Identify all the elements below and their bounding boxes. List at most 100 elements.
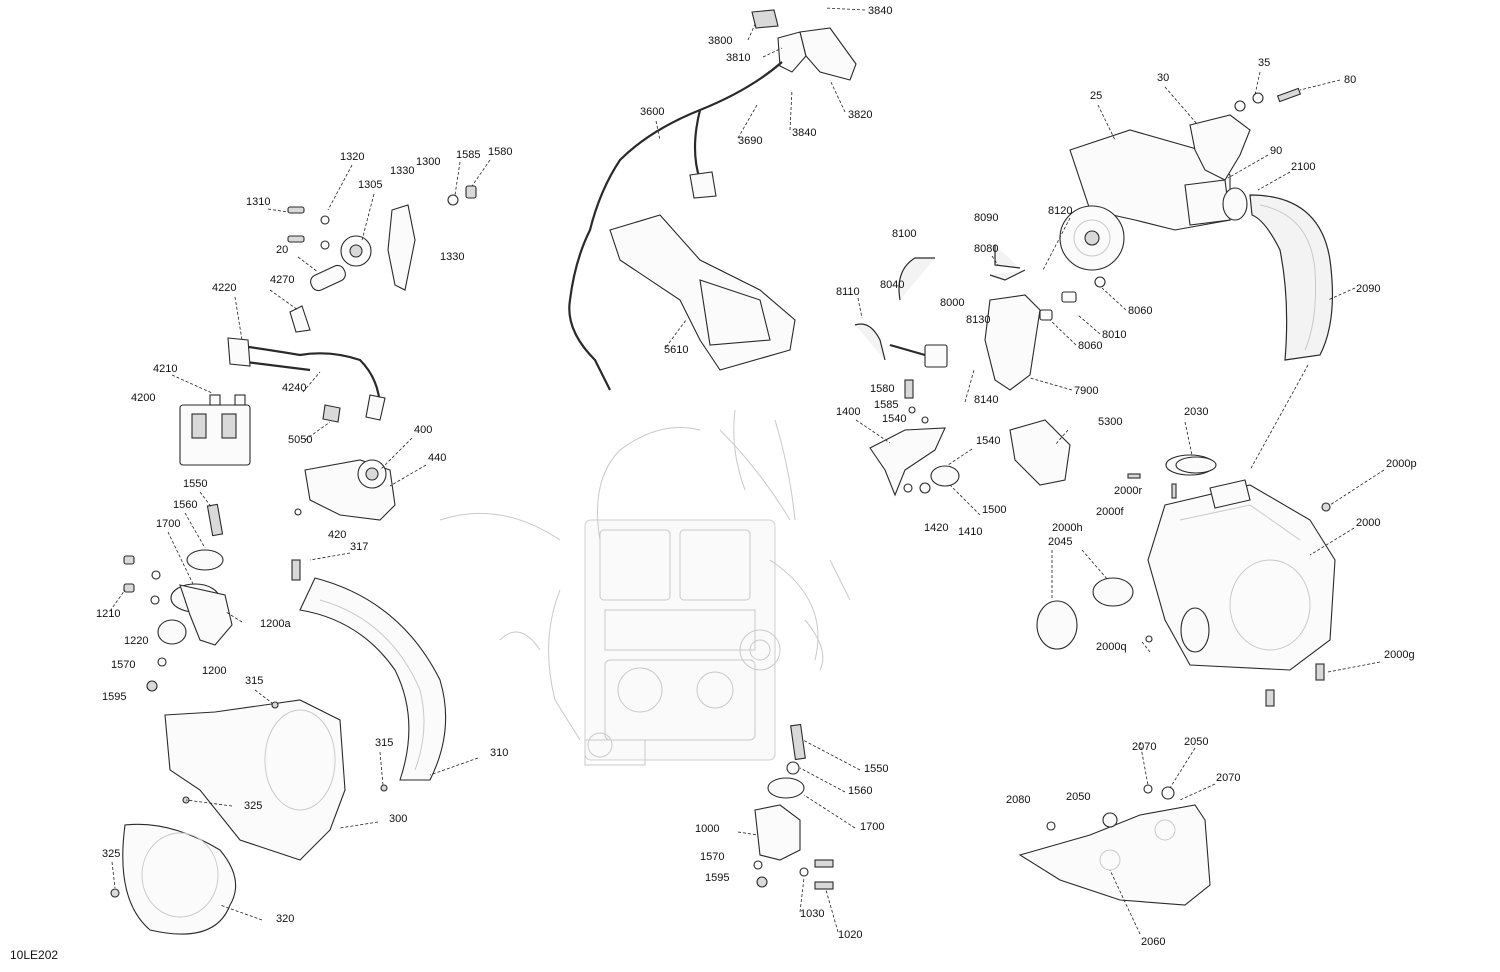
callout-8000: 8000 [940, 297, 964, 309]
bracket-3810-3820 [777, 27, 857, 81]
callout-1200: 1200 [202, 665, 226, 677]
callout-90: 90 [1270, 145, 1282, 157]
callout-300: 300 [389, 813, 407, 825]
callout-1700: 1700 [156, 518, 180, 530]
callout-4270: 4270 [270, 274, 294, 286]
callout-8100: 8100 [892, 228, 916, 240]
belt-guard-300 [164, 699, 388, 861]
callout-1020: 1020 [838, 929, 862, 941]
callout-8120: 8120 [1048, 205, 1072, 217]
callout-2000: 2000 [1356, 517, 1380, 529]
connector-3800 [751, 9, 779, 29]
callout-20: 20 [276, 244, 288, 256]
callout-315: 315 [245, 675, 263, 687]
callout-1030: 1030 [800, 908, 824, 920]
callout-1300: 1300 [416, 156, 440, 168]
callout-1320: 1320 [340, 151, 364, 163]
outlet-30 [1189, 87, 1302, 181]
callout-8140: 8140 [974, 394, 998, 406]
callout-8060: 8060 [1078, 340, 1102, 352]
callout-1220: 1220 [124, 635, 148, 647]
bracket-7900 [984, 276, 1106, 391]
callout-320: 320 [276, 913, 294, 925]
callout-1540: 1540 [976, 435, 1000, 447]
harness-3600 [568, 61, 783, 391]
callout-1595: 1595 [705, 872, 729, 884]
callout-5300: 5300 [1098, 416, 1122, 428]
callout-7900: 7900 [1074, 385, 1098, 397]
callout-2070: 2070 [1216, 772, 1240, 784]
callout-420: 420 [328, 529, 346, 541]
callout-2000r: 2000r [1114, 485, 1142, 497]
callout-2090: 2090 [1356, 283, 1380, 295]
callout-1550: 1550 [183, 478, 207, 490]
engine-mount-1200 [123, 503, 233, 692]
callout-2080: 2080 [1006, 794, 1030, 806]
belt-guard-320 [110, 823, 237, 935]
callout-2050: 2050 [1184, 736, 1208, 748]
ignition-harness-4220 [227, 305, 386, 421]
callout-8090: 8090 [974, 212, 998, 224]
engine-mount-1000 [753, 723, 834, 890]
tray-2060 [1018, 784, 1211, 906]
callout-325: 325 [102, 848, 120, 860]
callout-317: 317 [350, 541, 368, 553]
callout-1560: 1560 [848, 785, 872, 797]
callout-1500: 1500 [982, 504, 1006, 516]
airbox-2000 [1127, 454, 1336, 707]
callout-8040: 8040 [880, 279, 904, 291]
callout-325: 325 [244, 800, 262, 812]
callout-1000: 1000 [695, 823, 719, 835]
callout-1580: 1580 [488, 146, 512, 158]
callout-8130: 8130 [966, 314, 990, 326]
callout-30: 30 [1157, 72, 1169, 84]
callout-8080: 8080 [974, 243, 998, 255]
callout-3600: 3600 [640, 106, 664, 118]
callout-2000p: 2000p [1386, 458, 1417, 470]
callout-1310: 1310 [246, 196, 270, 208]
cover-5610 [609, 214, 796, 371]
callout-2070: 2070 [1132, 741, 1156, 753]
figure-code: 10LE202 [10, 948, 59, 962]
callout-2060: 2060 [1141, 936, 1165, 948]
callout-1570: 1570 [700, 851, 724, 863]
callout-3840: 3840 [792, 127, 816, 139]
callout-5050: 5050 [288, 434, 312, 446]
callout-4240: 4240 [282, 382, 306, 394]
callout-1330: 1330 [390, 165, 414, 177]
callout-2000h: 2000h [1052, 522, 1083, 534]
callout-2045: 2045 [1048, 536, 1072, 548]
callout-440: 440 [428, 452, 446, 464]
callout-1410: 1410 [958, 526, 982, 538]
callout-2000g: 2000g [1384, 649, 1415, 661]
callout-3810: 3810 [726, 52, 750, 64]
actuator-400 [294, 459, 396, 521]
callout-2000q: 2000q [1096, 641, 1127, 653]
callout-310: 310 [490, 747, 508, 759]
callout-1700: 1700 [860, 821, 884, 833]
callout-8060: 8060 [1128, 305, 1152, 317]
callout-3800: 3800 [708, 35, 732, 47]
callout-1595: 1595 [102, 691, 126, 703]
callout-2100: 2100 [1291, 161, 1315, 173]
callout-400: 400 [414, 424, 432, 436]
mount-1400 [869, 379, 960, 497]
callout-315: 315 [375, 737, 393, 749]
callout-2050: 2050 [1066, 791, 1090, 803]
callout-8110: 8110 [836, 286, 860, 298]
leader-lines [109, 7, 1385, 935]
panel-5300 [1009, 419, 1071, 486]
callout-1585: 1585 [456, 149, 480, 161]
callout-5610: 5610 [664, 344, 688, 356]
belt-guard-310 [291, 559, 447, 781]
callout-4210: 4210 [153, 363, 177, 375]
callout-1550: 1550 [864, 763, 888, 775]
turbocharger-25 [1059, 129, 1231, 271]
callout-4220: 4220 [212, 282, 236, 294]
callout-1580: 1580 [870, 383, 894, 395]
callout-3840: 3840 [868, 5, 892, 17]
sensor-5050 [322, 404, 341, 423]
callout-80: 80 [1344, 74, 1356, 86]
hose-2090 [1222, 187, 1334, 361]
